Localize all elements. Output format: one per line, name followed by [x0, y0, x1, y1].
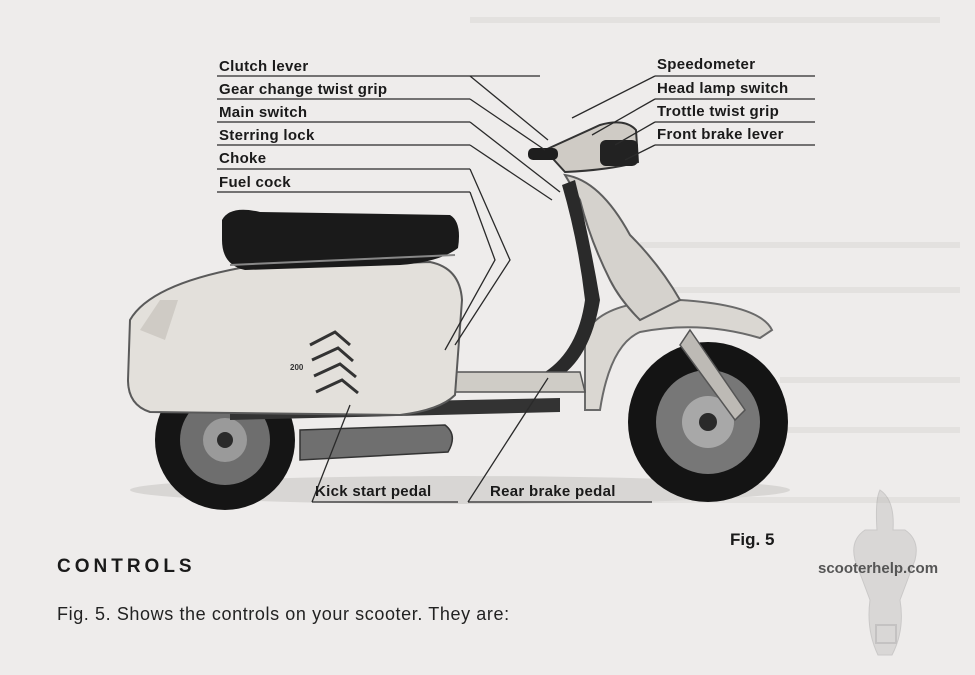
caption-text: Fig. 5. Shows the controls on your scoot…: [57, 604, 510, 624]
tail-section: [140, 300, 178, 340]
right-grip: [600, 140, 638, 166]
front-fork: [679, 328, 746, 422]
label-rear-brake-pedal: Rear brake pedal: [490, 483, 616, 500]
left-grip: [528, 148, 558, 160]
rear-body-panel: [126, 260, 464, 417]
body-badge: 200: [290, 363, 304, 372]
label-main-switch: Main switch: [219, 104, 308, 121]
label-head-lamp-switch: Head lamp switch: [657, 80, 789, 97]
label-underlines: [217, 75, 815, 503]
section-heading: CONTROLS: [57, 556, 196, 577]
watermark-logo: [853, 489, 917, 656]
seat-trim: [229, 254, 456, 266]
steering-column: [545, 180, 600, 380]
watermark-text: scooterhelp.com: [818, 560, 939, 577]
label-fuel-cock: Fuel cock: [219, 174, 291, 191]
side-grille: [309, 330, 359, 395]
label-gear-change-grip: Gear change twist grip: [219, 81, 388, 98]
footboard: [454, 371, 586, 393]
label-choke: Choke: [219, 150, 267, 167]
leg-shield: [563, 173, 682, 322]
ground-shadow: [130, 476, 790, 504]
seat: [222, 209, 459, 270]
exhaust: [299, 424, 454, 461]
figure-label: Fig. 5: [730, 530, 775, 549]
label-steering-lock: Sterring lock: [219, 127, 315, 144]
leader-lines: [311, 75, 656, 503]
label-front-brake-lever: Front brake lever: [657, 126, 784, 143]
label-throttle-grip: Trottle twist grip: [657, 103, 780, 120]
label-kick-start-pedal: Kick start pedal: [315, 483, 432, 500]
front-wheel: [628, 342, 788, 502]
label-speedometer: Speedometer: [657, 56, 756, 73]
label-clutch-lever: Clutch lever: [219, 58, 309, 75]
